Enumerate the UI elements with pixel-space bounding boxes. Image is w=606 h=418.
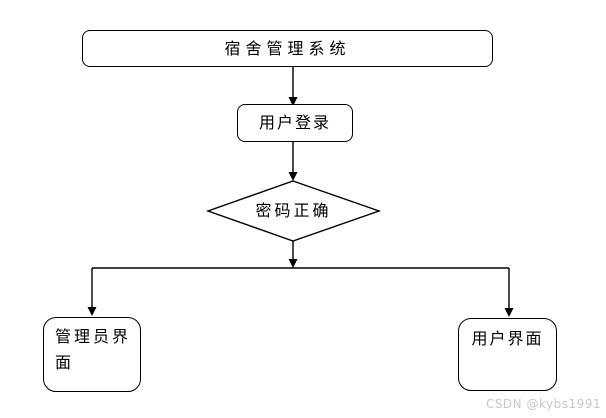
node-user-login-label: 用户登录 xyxy=(258,113,331,132)
arrowhead-decision-to-split xyxy=(288,259,298,268)
node-user-login: 用户登录 xyxy=(237,104,353,142)
csdn-watermark: CSDN @kybs1991 xyxy=(485,397,601,411)
arrowhead-split-to-user xyxy=(504,308,514,317)
arrowhead-system-to-login xyxy=(288,97,298,107)
node-decision-password: 密码正确 xyxy=(208,196,379,226)
node-decision-password-label: 密码正确 xyxy=(255,201,332,220)
node-system-title: 宿舍管理系统 xyxy=(82,30,493,67)
node-admin-interface-label: 管理员界面 xyxy=(55,327,132,372)
node-admin-interface: 管理员界面 xyxy=(43,317,141,392)
node-system-label: 宿舍管理系统 xyxy=(224,38,351,58)
node-user-interface: 用户界面 xyxy=(458,318,557,391)
arrowhead-split-to-admin xyxy=(87,307,97,316)
arrowhead-login-to-decision xyxy=(288,172,298,181)
node-user-interface-label: 用户界面 xyxy=(471,329,544,348)
